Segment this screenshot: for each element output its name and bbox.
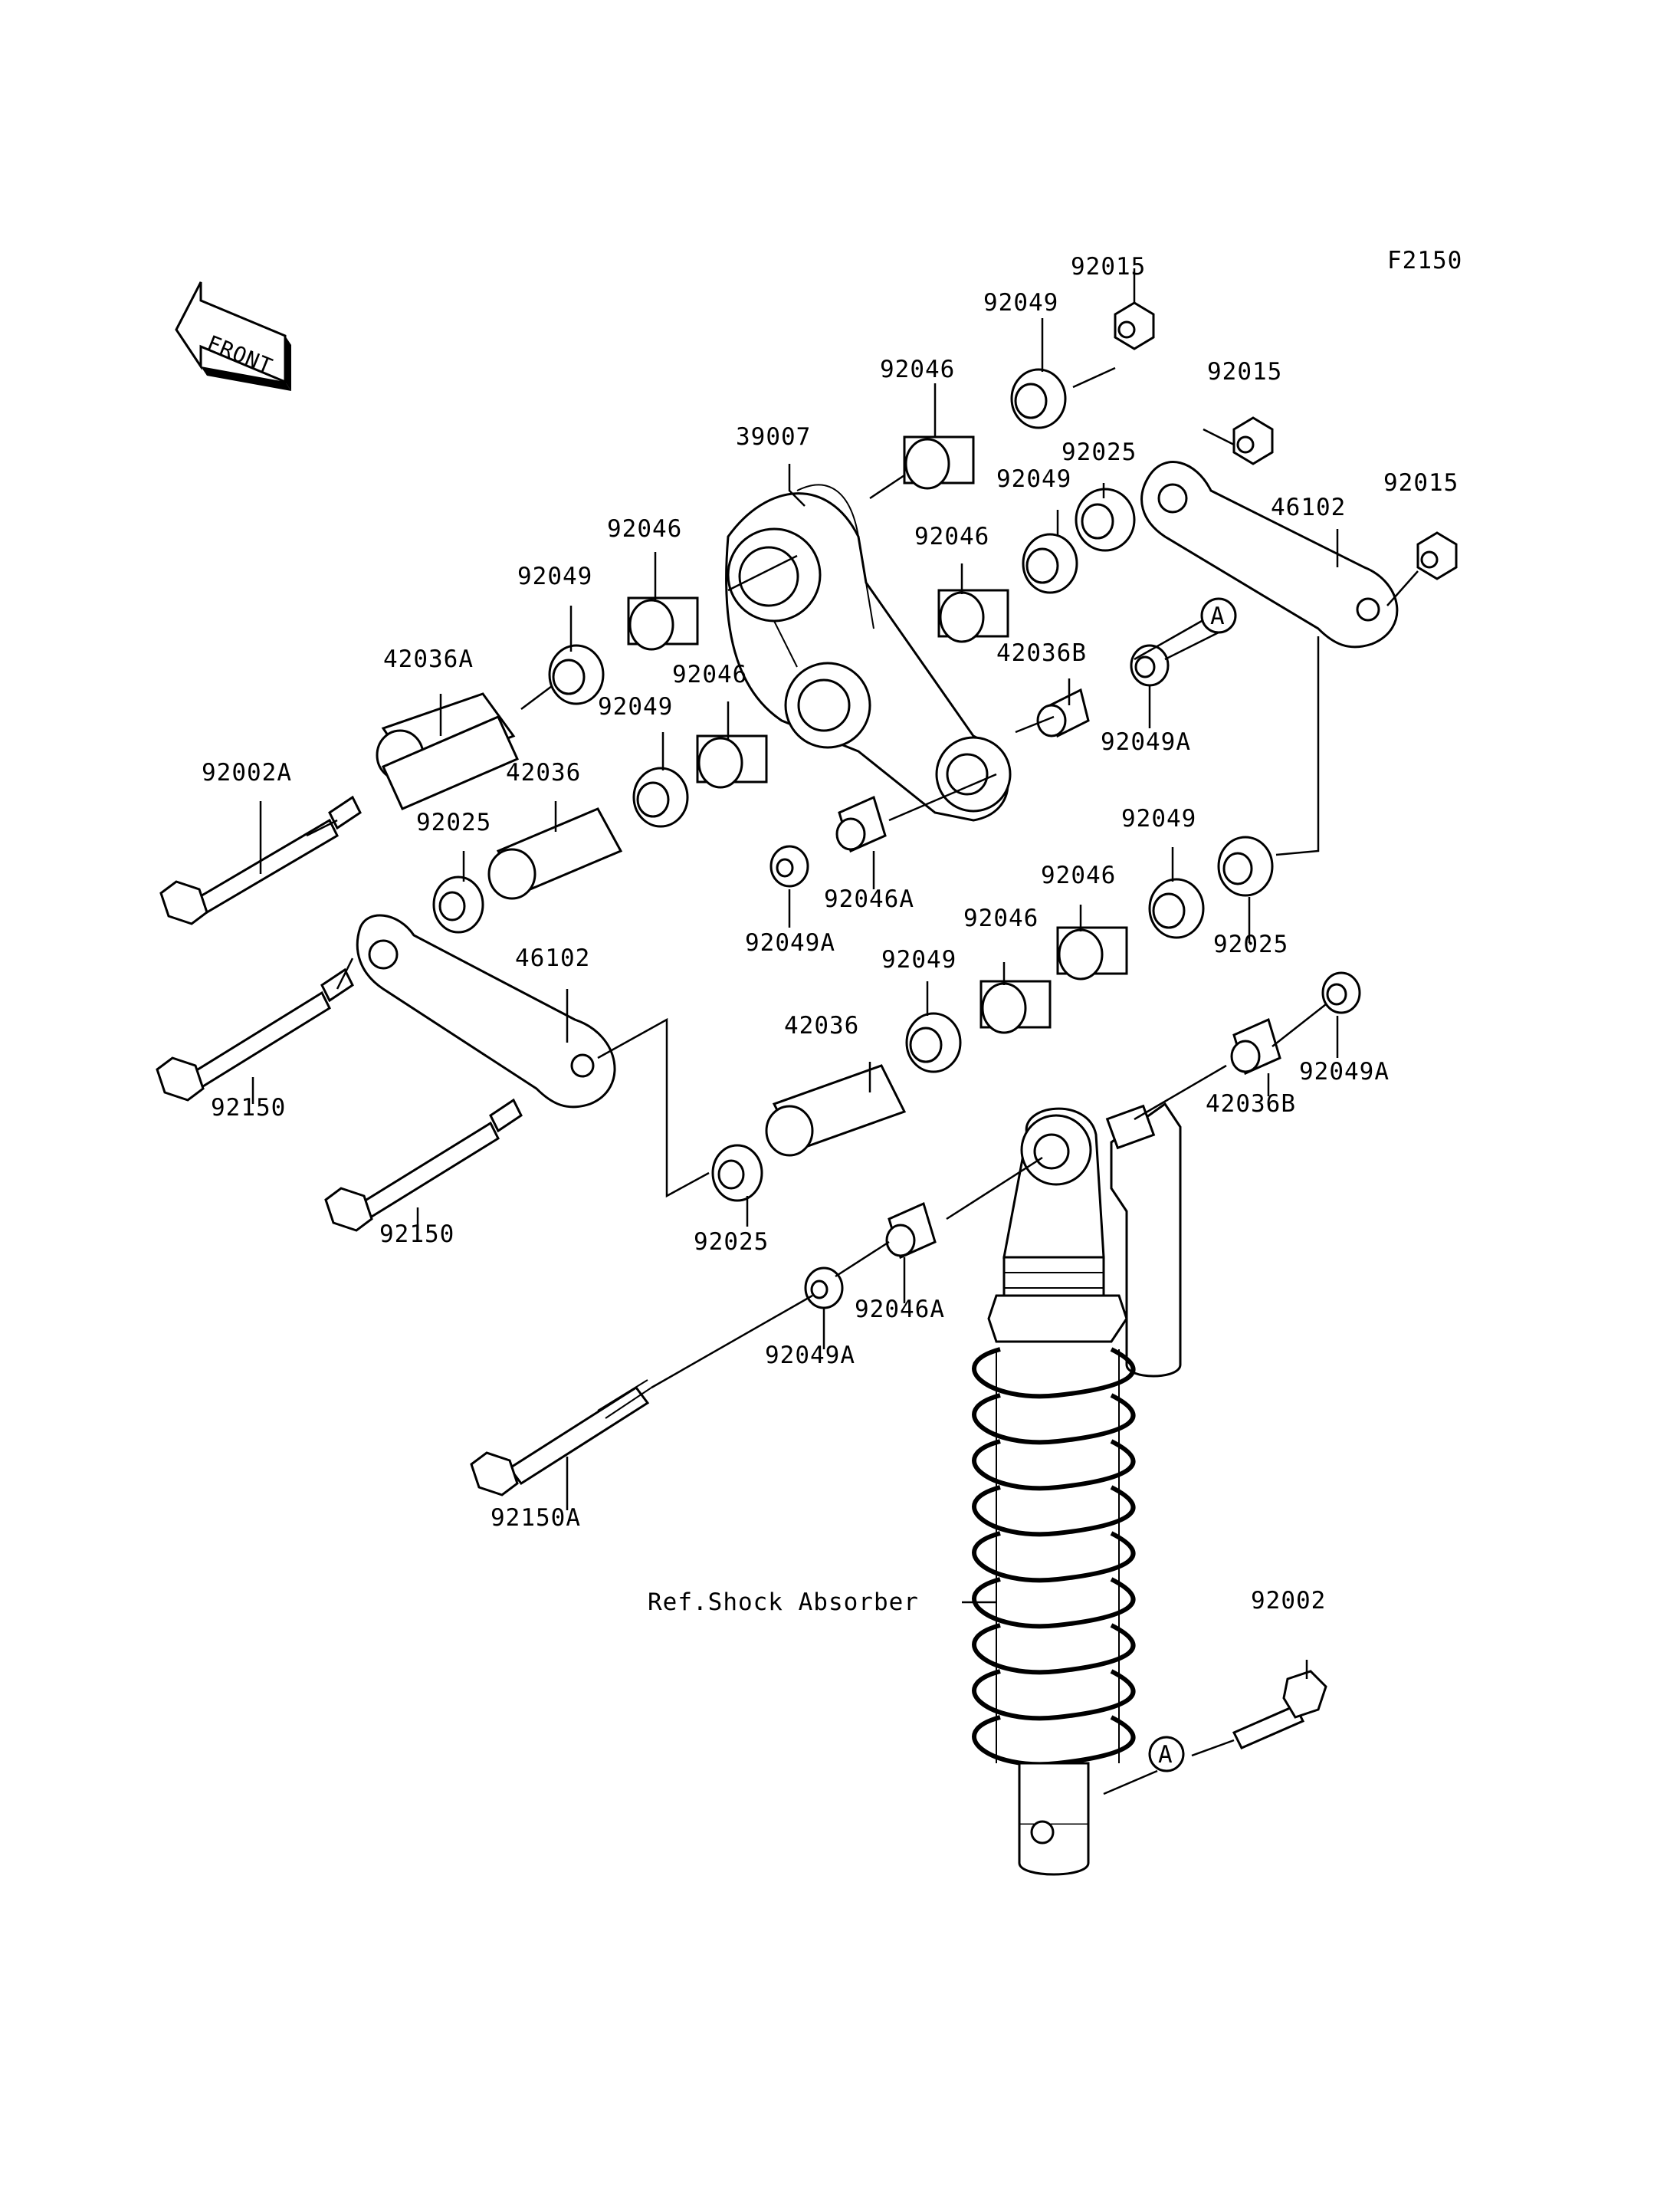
part-label: 39007 (736, 423, 811, 451)
reference-note: Ref.Shock Absorber (648, 1588, 919, 1616)
part-label: 92049A (745, 929, 835, 957)
callout-label: A (1210, 603, 1226, 630)
rocker-arm (725, 484, 1012, 822)
part-label: 92049A (1299, 1058, 1390, 1086)
part-label: 42036A (383, 646, 474, 673)
part-label: 92046 (880, 356, 955, 383)
part-label: 46102 (515, 944, 590, 972)
part-label: 92015 (1071, 253, 1146, 281)
part-label: 92049 (996, 465, 1071, 493)
part-label: 92046 (672, 661, 747, 688)
part-label: 92025 (1061, 439, 1137, 466)
shock-absorber (972, 1102, 1182, 1876)
part-label: 92002A (202, 759, 292, 787)
callout-label: A (1158, 1741, 1173, 1769)
callout-a-lower: A (1148, 1736, 1185, 1772)
part-label: 92049 (598, 693, 673, 721)
figure-code: F2150 (1387, 247, 1462, 274)
part-label: 92150A (491, 1504, 581, 1532)
part-label: 92025 (694, 1228, 769, 1256)
leader-lines (251, 268, 1419, 1795)
part-label: 92025 (1213, 931, 1288, 958)
small-parts (376, 301, 1458, 1309)
part-label: 92015 (1207, 358, 1282, 386)
part-label: 92049 (517, 563, 592, 590)
part-label: 92150 (379, 1220, 454, 1248)
part-label: 92049 (1121, 805, 1196, 833)
part-labels: 92015 92015 92015 92049 92046 39007 9202… (202, 253, 1459, 1615)
part-label: 46102 (1271, 494, 1346, 521)
link-plate-lower (356, 914, 616, 1109)
bolts (156, 715, 1327, 1749)
part-label: 92049A (1101, 728, 1191, 756)
part-label: 92015 (1383, 469, 1459, 497)
part-label: 92025 (416, 809, 491, 836)
part-label: 92046 (1041, 862, 1116, 889)
part-label: 92046 (607, 515, 682, 543)
part-label: 92046 (914, 523, 989, 550)
part-label: 92046A (855, 1296, 945, 1323)
front-arrow-icon: FRONT (175, 281, 291, 391)
part-label: 92049A (765, 1342, 855, 1369)
part-label: 92150 (211, 1094, 286, 1122)
part-label: 42036B (1206, 1090, 1296, 1118)
link-plate-upper (1140, 461, 1399, 649)
part-label: 92046 (963, 905, 1039, 932)
part-label: 92049 (881, 946, 956, 974)
part-label: 42036 (506, 759, 581, 787)
callout-a-upper: A (1134, 597, 1237, 661)
part-label: 42036 (784, 1012, 859, 1040)
part-label: 92002 (1251, 1587, 1326, 1615)
part-label: 92046A (824, 885, 914, 913)
part-label: 42036B (996, 639, 1087, 667)
part-label: 92049 (983, 289, 1058, 317)
